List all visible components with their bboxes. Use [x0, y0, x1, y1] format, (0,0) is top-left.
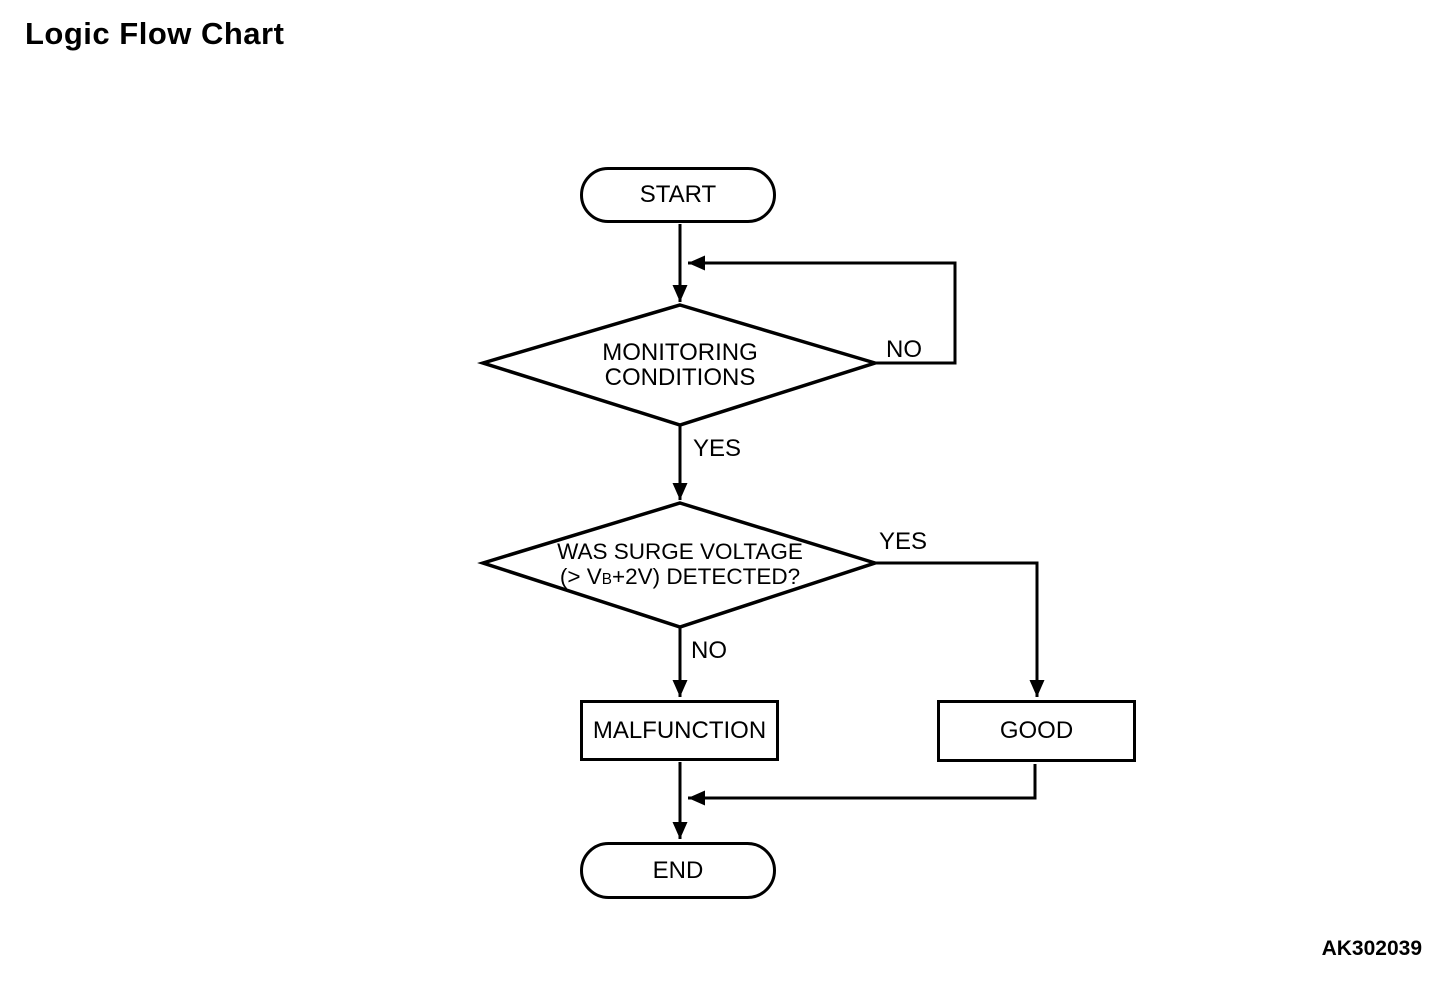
connector-monitoring-no-loop [688, 255, 957, 365]
edge-label-monitoring-no: NO [886, 336, 922, 363]
connector-surge-yes-to-good [875, 561, 1045, 697]
edge-label-surge-yes: YES [879, 528, 928, 555]
surge-decision-shape [477, 501, 881, 629]
start-node-label: START [639, 181, 717, 208]
good-node: GOOD [937, 700, 1136, 762]
end-node: END [580, 842, 776, 899]
connector-good-merge [688, 764, 1037, 806]
edge-label-surge-no: NO [691, 637, 727, 664]
edge-label-monitoring-yes: YES [693, 435, 742, 462]
figure-code: AK302039 [1321, 937, 1422, 960]
start-node: START [580, 167, 776, 223]
malfunction-node-label: MALFUNCTION [592, 716, 767, 744]
malfunction-node: MALFUNCTION [580, 700, 779, 761]
page-title: Logic Flow Chart [25, 16, 285, 51]
end-node-label: END [652, 856, 704, 884]
good-node-label: GOOD [999, 717, 1074, 744]
monitoring-decision-shape [476, 303, 881, 427]
